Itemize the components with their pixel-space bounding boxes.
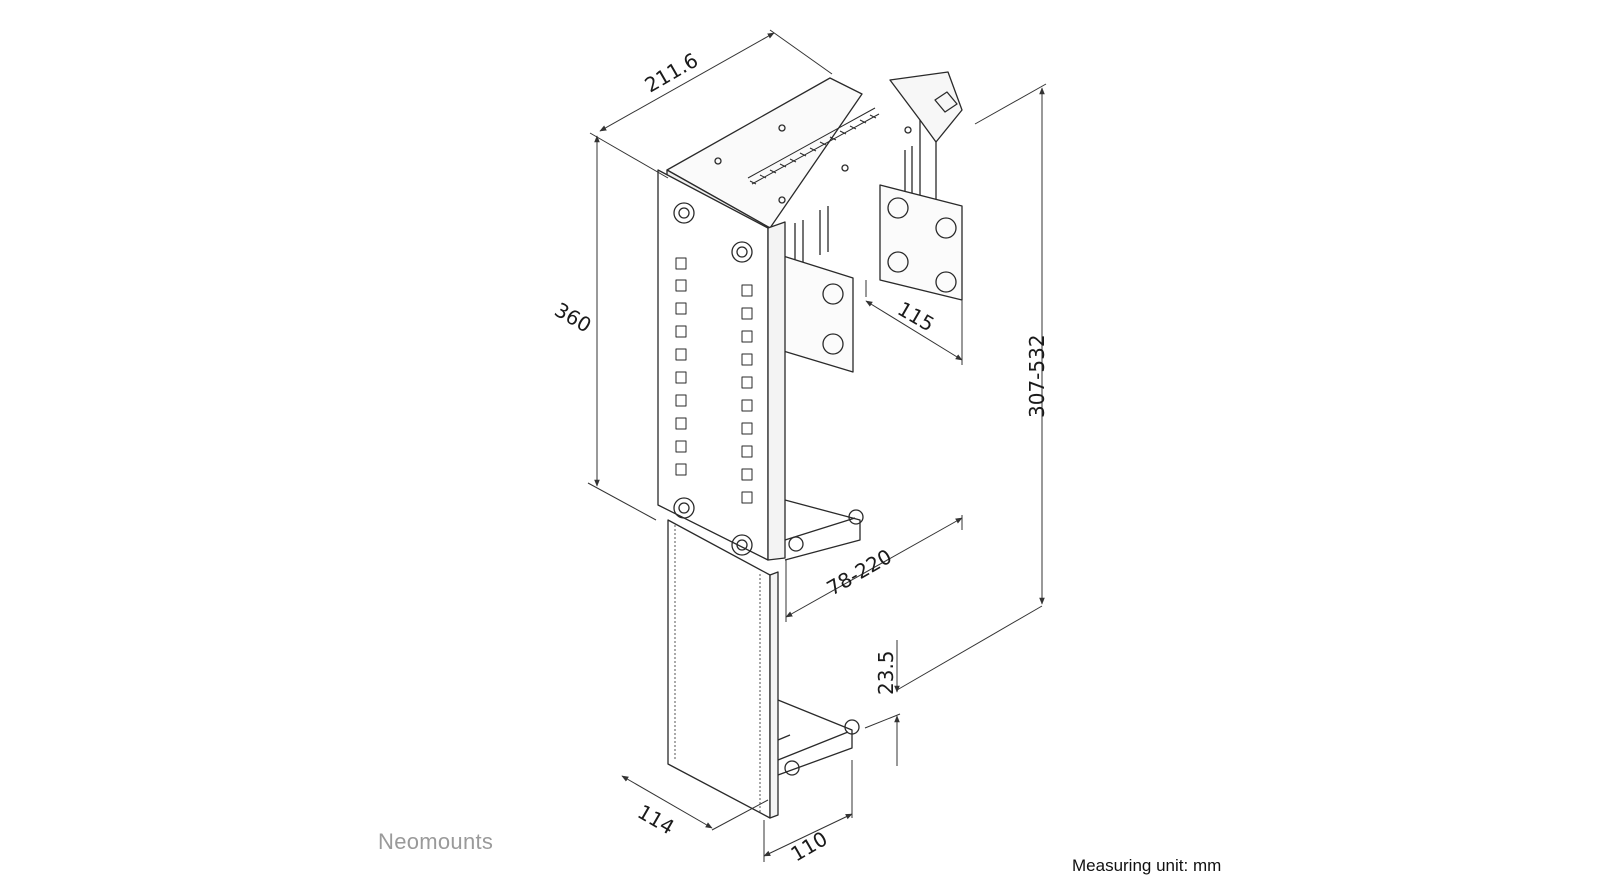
dim-width-range: 78-220 [823, 544, 896, 600]
dim-height: 360 [551, 298, 596, 338]
dim-base-width: 110 [787, 826, 832, 866]
adjust-slots-right [741, 284, 753, 504]
dim-base-depth: 114 [634, 800, 679, 840]
measuring-unit-note: Measuring unit: mm [1072, 856, 1222, 875]
dim-total-height: 307-532 [1025, 334, 1049, 418]
upper-strap [784, 499, 864, 561]
dim-top-depth: 211.6 [641, 48, 703, 97]
front-plate [779, 206, 854, 373]
cpu-holder-drawing [657, 71, 963, 819]
lower-strap [777, 699, 860, 776]
dim-plate-spacing: 115 [894, 297, 939, 337]
adjust-slots-left [675, 257, 687, 476]
vent-slots [747, 107, 880, 185]
brand-logo-text: Neomounts [378, 829, 494, 854]
dim-foot-height: 23.5 [874, 650, 898, 695]
back-plate [879, 184, 963, 301]
extension-column [667, 519, 779, 819]
dimension-lines [587, 29, 1047, 862]
side-panel [657, 169, 786, 561]
